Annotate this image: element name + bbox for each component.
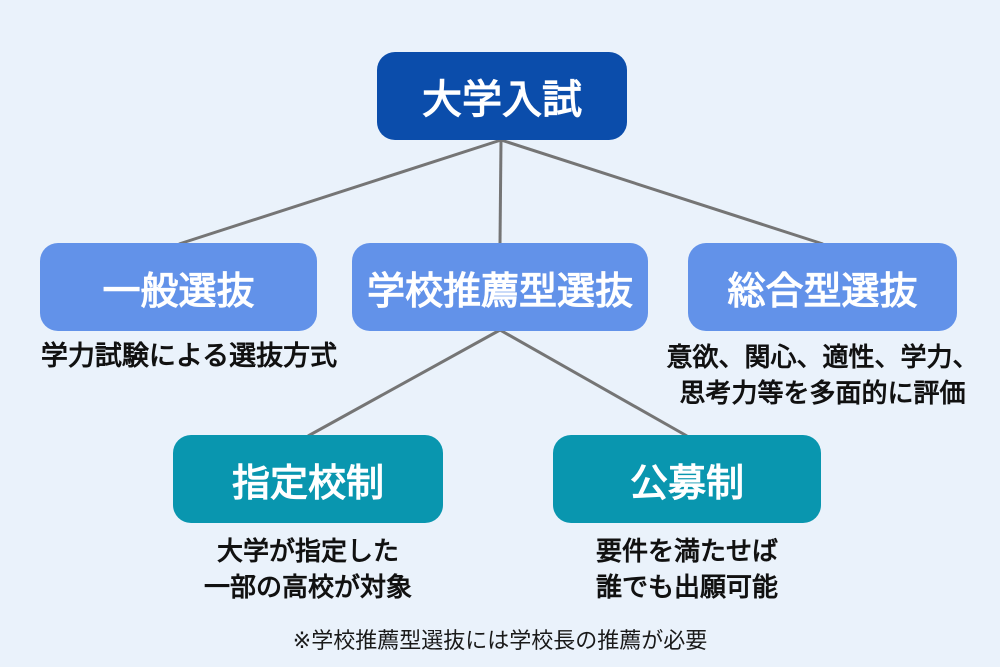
description-line: 思考力等を多面的に評価: [679, 377, 966, 408]
description-line: 大学が指定した: [216, 536, 399, 566]
connector-suisen-to-koubo: [499, 328, 688, 438]
description-line: 一部の高校が対象: [203, 571, 412, 602]
description-ippan-senbatsu: 学力試験による選抜方式: [28, 338, 350, 375]
branch-node-ippan-senbatsu: 一般選抜: [40, 243, 317, 331]
connector-suisen-to-shitei: [307, 328, 501, 438]
branch-node-label: 学校推薦型選抜: [366, 270, 633, 313]
leaf-node-shiteiko-sei: 指定校制: [173, 435, 443, 523]
description-line: 要件を満たせば: [595, 536, 778, 566]
branch-node-sougou-senbatsu: 総合型選抜: [688, 243, 957, 331]
description-line: 意欲、関心、適性、学力、: [666, 342, 979, 372]
footnote-text: ※学校推薦型選抜には学校長の推薦が必要: [292, 628, 708, 653]
connector-root-to-sougou: [500, 138, 824, 246]
leaf-node-label: 公募制: [629, 462, 744, 505]
description-koubo-sei: 要件を満たせば 誰でも出願可能: [537, 534, 837, 606]
branch-node-label: 総合型選抜: [727, 270, 918, 313]
leaf-node-label: 指定校制: [231, 462, 384, 505]
connector-root-to-suisen: [498, 139, 503, 245]
root-node-label: 大学入試: [422, 78, 582, 122]
root-node-daigaku-nyushi: 大学入試: [377, 52, 627, 140]
branch-node-label: 一般選抜: [102, 270, 255, 313]
description-sougou-senbatsu: 意欲、関心、適性、学力、 思考力等を多面的に評価: [655, 340, 990, 412]
leaf-node-koubo-sei: 公募制: [553, 435, 821, 523]
description-line: 学力試験による選抜方式: [40, 341, 338, 371]
description-shiteiko-sei: 大学が指定した 一部の高校が対象: [158, 534, 458, 606]
description-line: 誰でも出願可能: [595, 571, 778, 602]
connector-root-to-general: [178, 138, 502, 246]
branch-node-gakko-suisen: 学校推薦型選抜: [352, 243, 648, 331]
